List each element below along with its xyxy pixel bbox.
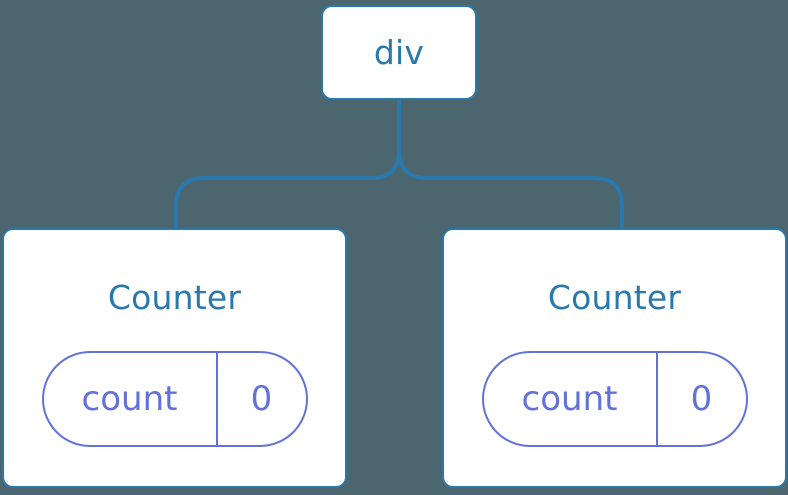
tree-node-counter-left[interactable]: Counter count 0 xyxy=(2,228,347,488)
tree-node-counter-left-label: Counter xyxy=(107,278,242,317)
state-key-right: count xyxy=(484,353,658,445)
state-key-left: count xyxy=(44,353,218,445)
tree-node-counter-right[interactable]: Counter count 0 xyxy=(442,228,787,488)
state-pill-right[interactable]: count 0 xyxy=(481,351,748,447)
tree-node-div-label: div xyxy=(373,33,425,72)
state-value-right: 0 xyxy=(690,379,713,419)
state-pill-left[interactable]: count 0 xyxy=(41,351,308,447)
tree-node-div[interactable]: div xyxy=(321,5,477,100)
tree-node-counter-right-label: Counter xyxy=(547,278,682,317)
state-value-left: 0 xyxy=(250,379,273,419)
